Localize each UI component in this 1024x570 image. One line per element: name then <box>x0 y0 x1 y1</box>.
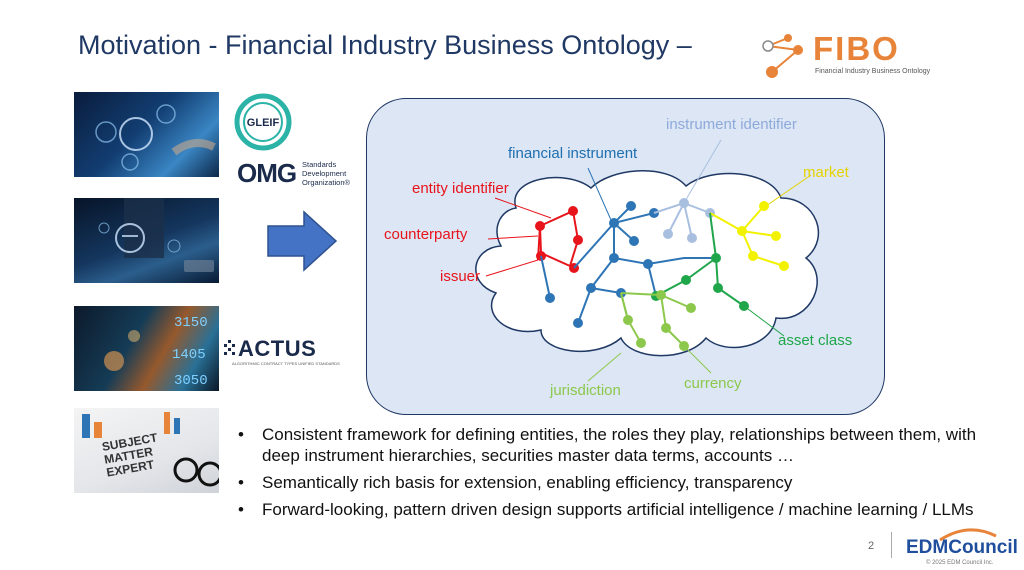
edm-council-arc-icon <box>939 528 997 542</box>
bullet-item: •Semantically rich basis for extension, … <box>238 473 793 492</box>
actus-logo-mark <box>224 340 235 355</box>
svg-text:1405: 1405 <box>172 347 206 363</box>
label-instrument-identifier: instrument identifier <box>666 116 797 133</box>
right-arrow-icon <box>267 210 338 272</box>
photo-iso-tech <box>74 92 219 177</box>
stock-ticker-icon: 3150 1405 3050 <box>74 306 219 391</box>
bullet-item: •Consistent framework for defining entit… <box>238 425 977 465</box>
fibo-logo-text: FIBO <box>813 30 900 67</box>
justice-scale-icon <box>98 198 214 272</box>
label-currency: currency <box>684 375 742 392</box>
footer-divider <box>891 532 892 558</box>
label-entity-identifier: entity identifier <box>412 180 509 197</box>
iso-tech-icon <box>95 104 216 171</box>
ontology-network <box>475 139 820 382</box>
label-counterparty: counterparty <box>384 226 468 243</box>
label-asset-class: asset class <box>778 332 853 349</box>
page-number: 2 <box>868 540 875 552</box>
fibo-logo-subtitle: Financial Industry Business Ontology <box>815 68 931 75</box>
subject-matter-expert-icon <box>82 412 219 487</box>
photo-subject-matter-expert: SUBJECT MATTER EXPERT <box>74 408 219 493</box>
photo-stock-ticker: 3150 1405 3050 <box>74 306 219 391</box>
fibo-logo <box>762 34 803 78</box>
svg-text:3050: 3050 <box>174 373 208 389</box>
actus-logo: ACTUS <box>238 336 317 361</box>
omg-logo: OMG <box>237 158 297 188</box>
bullet-list: •Consistent framework for defining entit… <box>236 424 996 526</box>
actus-logo-subtitle: ALGORITHMIC CONTRACT TYPES UNIFIED STAND… <box>232 361 340 366</box>
page-title: Motivation - Financial Industry Business… <box>78 30 692 60</box>
bullet-item: •Forward-looking, pattern driven design … <box>238 500 974 519</box>
gleif-logo: GLEIF <box>234 93 292 151</box>
svg-text:3150: 3150 <box>174 315 208 331</box>
label-market: market <box>803 164 849 181</box>
edm-council-logo: EDMCouncil <box>906 537 1018 558</box>
label-jurisdiction: jurisdiction <box>550 382 621 399</box>
photo-justice <box>74 198 219 283</box>
label-issuer: issuer <box>440 268 481 285</box>
label-financial-instrument: financial instrument <box>508 145 638 162</box>
copyright: © 2025 EDM Council Inc. <box>926 560 994 566</box>
omg-logo-subtitle: Standards Development Organization® <box>302 160 351 187</box>
svg-text:GLEIF: GLEIF <box>247 117 280 129</box>
